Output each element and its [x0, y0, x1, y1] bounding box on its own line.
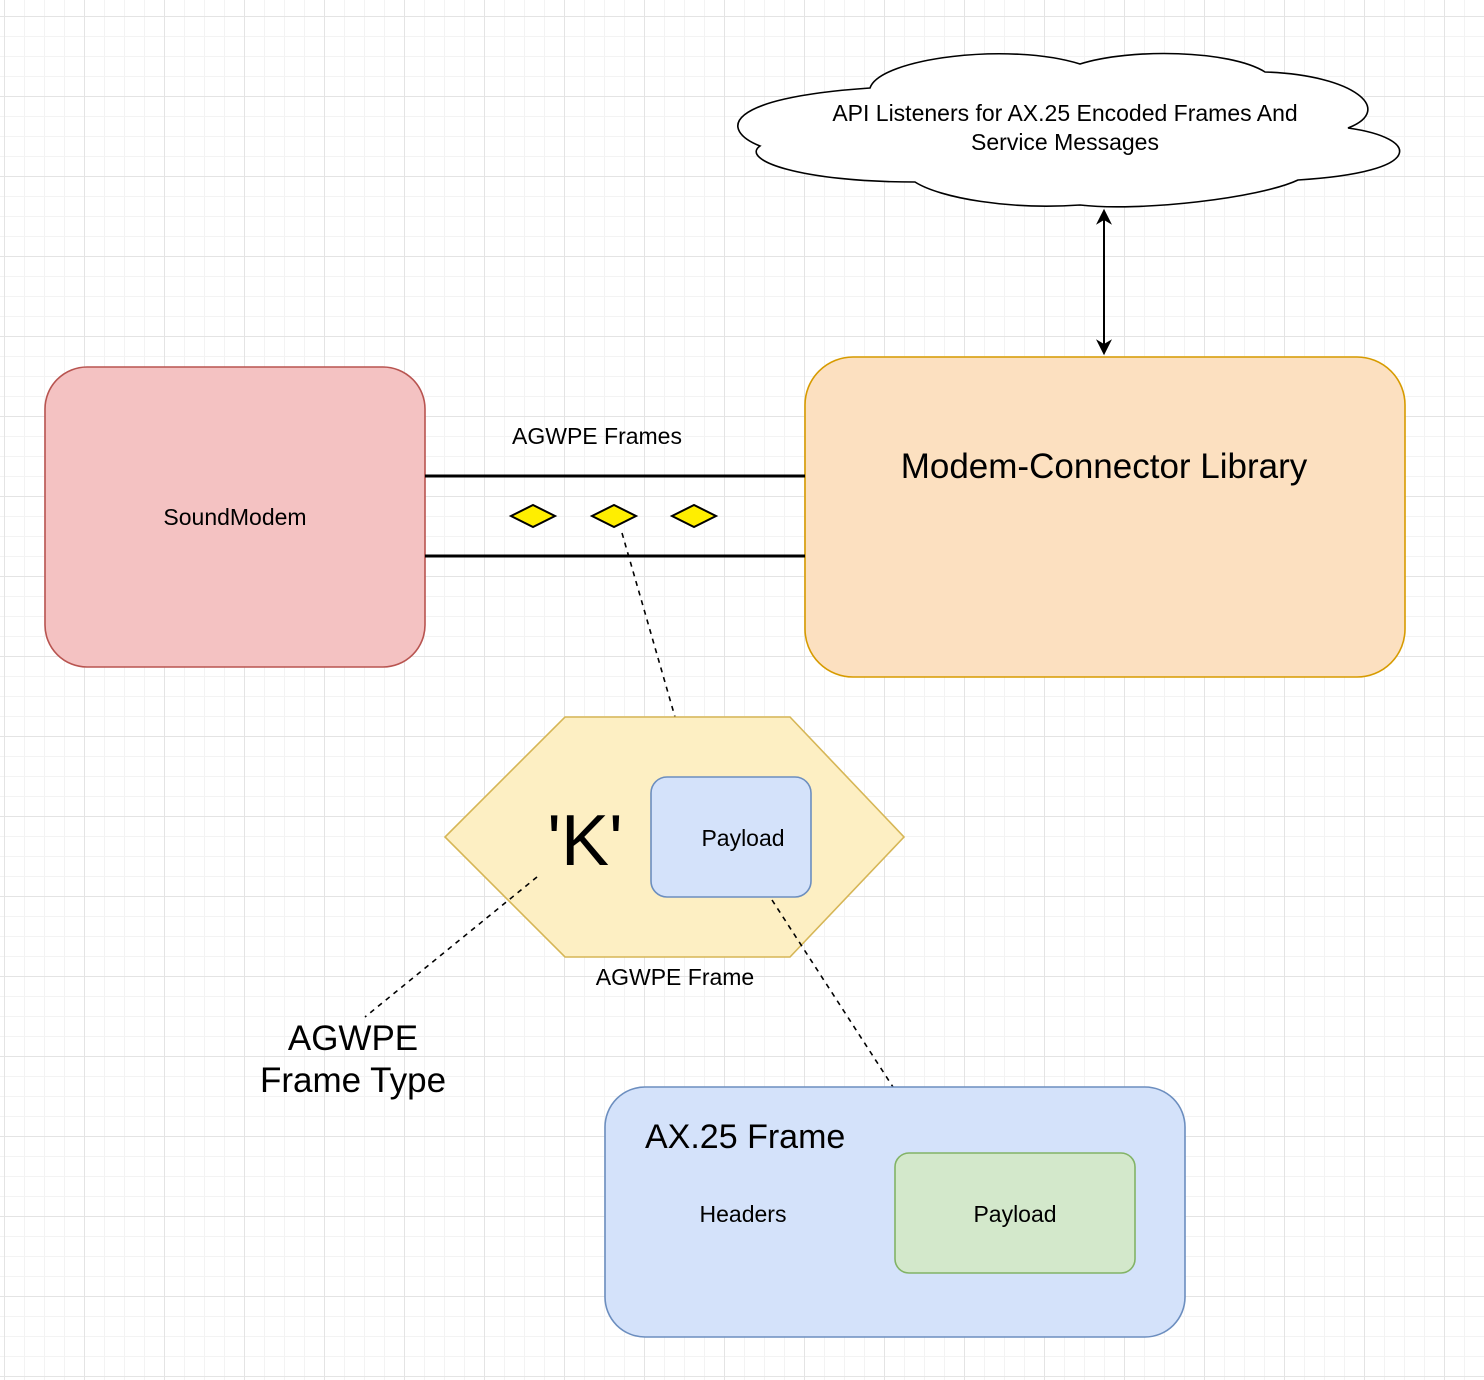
frame-type-annotation: AGWPE Frame Type: [260, 1019, 446, 1100]
library-label: Modem-Connector Library: [901, 447, 1308, 486]
cloud-shape: [737, 52, 1401, 208]
soundmodem-box: [44, 366, 426, 668]
frame-token-3: [669, 503, 719, 529]
type-char-to-annotation-dashed-line: [364, 876, 538, 1018]
payload-to-ax25-dashed-line: [771, 899, 894, 1088]
token-to-frame-dashed-line: [621, 532, 676, 718]
agwpe-payload-label: Payload: [701, 825, 784, 851]
library-box: [804, 356, 1406, 678]
soundmodem-label: SoundModem: [163, 504, 306, 530]
cloud-text-line1: API Listeners for AX.25 Encoded Frames A…: [832, 100, 1297, 126]
ax25-headers-label: Headers: [700, 1201, 787, 1227]
agwpe-frame-caption: AGWPE Frame: [596, 964, 754, 990]
ax25-frame-node[interactable]: AX.25 Frame Headers Payload: [604, 1086, 1186, 1338]
ax25-frame-title: AX.25 Frame: [645, 1118, 845, 1156]
ax25-payload-label: Payload: [973, 1201, 1056, 1227]
agwpe-payload-box: [650, 776, 812, 898]
frame-type-char: 'K': [547, 801, 623, 881]
frame-token-1: [508, 503, 558, 529]
api-listeners-cloud[interactable]: API Listeners for AX.25 Encoded Frames A…: [737, 52, 1401, 208]
frame-type-line1: AGWPE: [288, 1019, 418, 1058]
agwpe-frames-channel[interactable]: AGWPE Frames: [425, 423, 805, 558]
agwpe-frame-node[interactable]: 'K' Payload AGWPE Frame: [443, 716, 906, 990]
frame-token-2: [589, 503, 639, 529]
cloud-text-line2: Service Messages: [971, 129, 1159, 155]
soundmodem-node[interactable]: SoundModem: [44, 366, 426, 668]
modem-connector-library-node[interactable]: Modem-Connector Library: [804, 356, 1406, 678]
frame-type-line2: Frame Type: [260, 1061, 446, 1100]
ax25-payload-box: [894, 1152, 1136, 1274]
channel-label: AGWPE Frames: [512, 423, 682, 449]
